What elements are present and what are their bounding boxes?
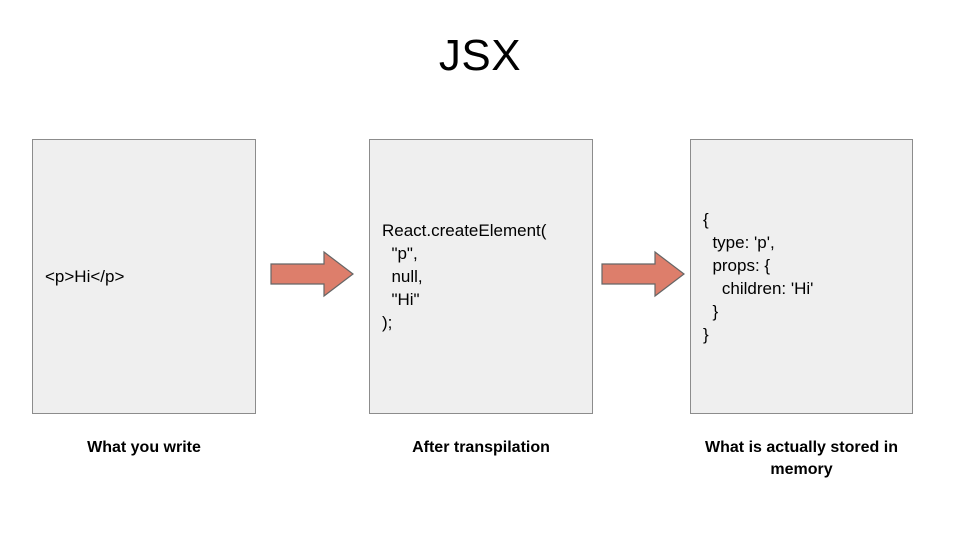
code-line: type: 'p', bbox=[703, 232, 775, 252]
column-what-you-write: <p>Hi</p> bbox=[32, 139, 256, 414]
right-arrow-icon bbox=[601, 250, 685, 298]
code-box-after-transpilation: React.createElement( "p", null, "Hi" ); bbox=[369, 139, 593, 414]
code-box-what-you-write: <p>Hi</p> bbox=[32, 139, 256, 414]
code-line: null, bbox=[382, 267, 423, 286]
code-line: children: 'Hi' bbox=[703, 278, 814, 298]
code-line: <p>Hi</p> bbox=[45, 267, 125, 286]
caption-stored-in-memory: What is actually stored in memory bbox=[705, 439, 898, 478]
right-arrow-icon bbox=[270, 250, 354, 298]
code-line: React.createElement( bbox=[382, 221, 547, 240]
code-line: } bbox=[703, 301, 719, 321]
code-line: ); bbox=[382, 313, 393, 332]
caption-after-transpilation: After transpilation bbox=[412, 439, 550, 456]
code-line: } bbox=[703, 324, 709, 344]
column-after-transpilation: React.createElement( "p", null, "Hi" ); bbox=[369, 139, 593, 414]
code-line: "p", bbox=[382, 244, 418, 263]
code-line: "Hi" bbox=[382, 290, 420, 309]
code-line: { bbox=[703, 209, 709, 229]
column-stored-in-memory: { type: 'p', props: { children: 'Hi' } } bbox=[690, 139, 913, 414]
caption-what-you-write: What you write bbox=[87, 439, 201, 456]
code-box-stored-in-memory: { type: 'p', props: { children: 'Hi' } } bbox=[690, 139, 913, 414]
code-line: props: { bbox=[703, 255, 771, 275]
page-title: JSX bbox=[438, 31, 522, 80]
